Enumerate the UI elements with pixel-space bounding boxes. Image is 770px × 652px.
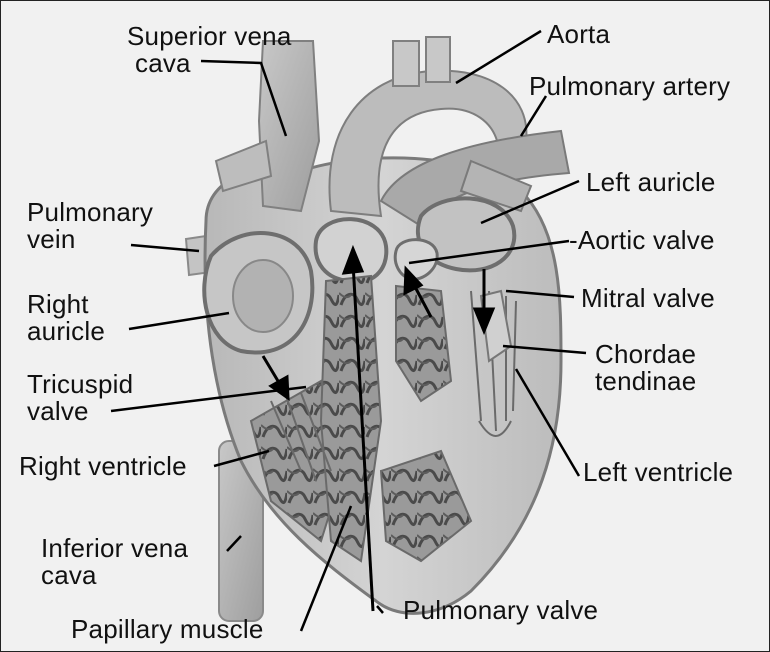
- label-right-ventricle: Right ventricle: [19, 453, 187, 480]
- label-tricuspid-valve-line2: valve: [27, 398, 133, 425]
- label-papillary-muscle: Papillary muscle: [71, 616, 264, 643]
- label-pulmonary-vein-line2: vein: [27, 226, 153, 253]
- label-superior-vena-cava-line2: cava: [127, 50, 291, 77]
- label-right-auricle: Right auricle: [27, 291, 105, 345]
- label-tricuspid-valve: Tricuspid valve: [27, 371, 133, 425]
- label-aortic-valve-text: -Aortic valve: [569, 227, 715, 254]
- label-tricuspid-valve-line1: Tricuspid: [27, 371, 133, 398]
- label-right-auricle-line2: auricle: [27, 318, 105, 345]
- label-chordae-tendinae-line2: tendinae: [595, 368, 696, 395]
- label-pulmonary-vein: Pulmonary vein: [27, 199, 153, 253]
- label-left-auricle-text: Left auricle: [586, 169, 716, 196]
- label-papillary-muscle-text: Papillary muscle: [71, 616, 264, 643]
- label-left-auricle: Left auricle: [586, 169, 716, 196]
- label-aortic-valve: -Aortic valve: [569, 227, 715, 254]
- label-right-ventricle-text: Right ventricle: [19, 453, 187, 480]
- label-inferior-vena-cava: Inferior vena cava: [41, 535, 188, 589]
- label-pulmonary-vein-line1: Pulmonary: [27, 199, 153, 226]
- label-chordae-tendinae-line1: Chordae: [595, 341, 696, 368]
- label-mitral-valve-text: Mitral valve: [581, 285, 715, 312]
- label-chordae-tendinae: Chordae tendinae: [595, 341, 696, 395]
- label-aorta: Aorta: [547, 21, 610, 48]
- label-superior-vena-cava: Superior vena cava: [127, 23, 291, 77]
- aortic-branch-2: [426, 37, 450, 82]
- label-pulmonary-valve-text: Pulmonary valve: [403, 597, 598, 624]
- label-pulmonary-artery: Pulmonary artery: [529, 73, 730, 100]
- label-pulmonary-artery-text: Pulmonary artery: [529, 73, 730, 100]
- label-pulmonary-valve: Pulmonary valve: [403, 597, 598, 624]
- label-inferior-vena-cava-line2: cava: [41, 562, 188, 589]
- label-left-ventricle: Left ventricle: [583, 459, 733, 486]
- label-left-ventricle-text: Left ventricle: [583, 459, 733, 486]
- aortic-branch-1: [393, 41, 419, 86]
- label-superior-vena-cava-line1: Superior vena: [127, 23, 291, 50]
- label-inferior-vena-cava-line1: Inferior vena: [41, 535, 188, 562]
- label-right-auricle-line1: Right: [27, 291, 105, 318]
- label-aorta-text: Aorta: [547, 21, 610, 48]
- label-mitral-valve: Mitral valve: [581, 285, 715, 312]
- right-auricle-inner: [233, 260, 293, 332]
